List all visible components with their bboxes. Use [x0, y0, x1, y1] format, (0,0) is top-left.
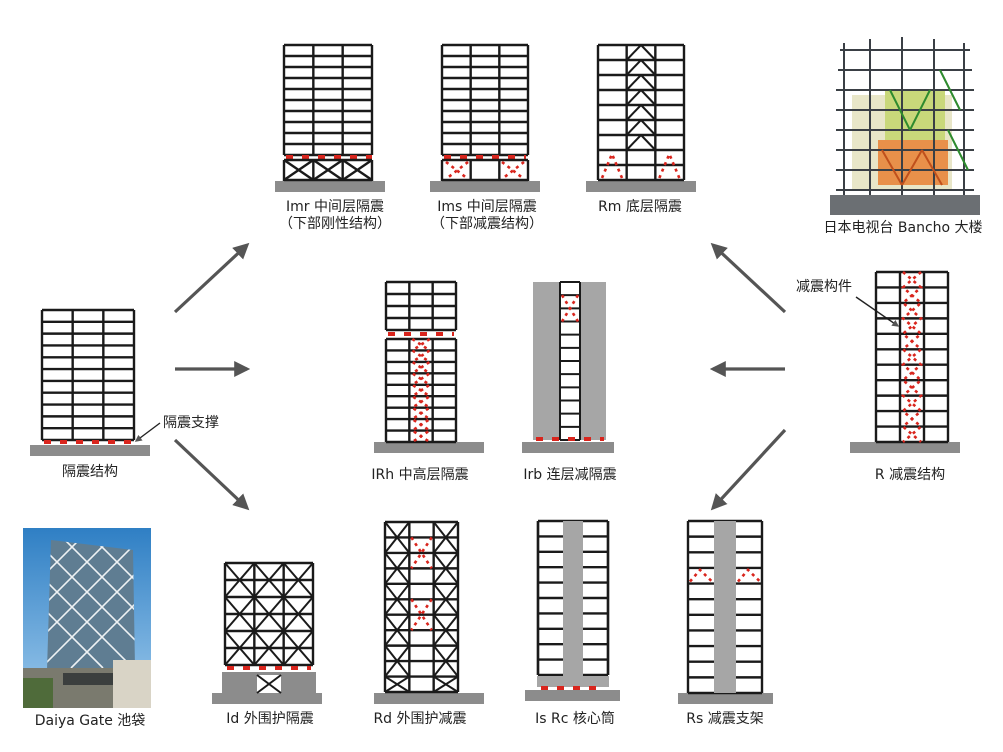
arrow-to-rm [710, 242, 787, 314]
arrow-to-id [173, 438, 250, 511]
building-rd [374, 520, 484, 704]
ground-slab [212, 693, 322, 704]
label-irb: Irb 连层减隔震 [523, 467, 617, 483]
label-rs: Rs 减震支架 [686, 711, 764, 727]
ground-slab [430, 181, 540, 192]
label-bancho: 日本电视台 Bancho 大楼 [823, 220, 983, 236]
building-irh [374, 280, 484, 453]
building-imr [275, 43, 385, 192]
building-is [525, 519, 620, 701]
label-is: Is Rc 核心筒 [535, 711, 615, 727]
ground-slab [586, 181, 696, 192]
arrow-to-rs [710, 428, 787, 511]
label-r: R 减震结构 [874, 467, 946, 483]
label-ims-sub: （下部减震结构） [431, 216, 543, 232]
bearing-pointer [134, 422, 161, 442]
ground-slab [30, 445, 150, 456]
ground-slab [275, 181, 385, 192]
core-column [714, 521, 736, 693]
label-imr: Imr 中间层隔震 [286, 199, 384, 215]
core-wall-right [580, 282, 606, 440]
label-base-bearing: 隔震支撑 [163, 415, 219, 431]
daiya-gate-photo [23, 528, 151, 708]
building-ims [430, 43, 540, 192]
building-base-isolation [30, 308, 150, 456]
ground-slab [850, 442, 960, 453]
rc-core-base [537, 676, 609, 687]
label-damper: 减震构件 [796, 279, 852, 295]
bancho-building-photo [830, 35, 980, 215]
label-rm: Rm 底层隔震 [598, 199, 682, 215]
rc-core [563, 521, 583, 679]
label-ims: Ims 中间层隔震 [437, 199, 537, 215]
ground-slab [525, 690, 620, 701]
label-base-isolation: 隔震结构 [62, 464, 118, 480]
label-imr-sub: （下部刚性结构） [279, 216, 391, 232]
ground-slab [522, 442, 614, 453]
arrow-to-imr [173, 242, 250, 314]
label-id: Id 外围护隔震 [226, 711, 314, 727]
ground-slab [374, 442, 484, 453]
building-id [212, 561, 322, 704]
core-wall-left [533, 282, 560, 440]
building-rs [678, 519, 773, 704]
ground-slab [678, 693, 773, 704]
building-r [850, 270, 960, 453]
label-irh: IRh 中高层隔震 [371, 467, 469, 483]
label-daiya: Daiya Gate 池袋 [34, 713, 146, 729]
ground-slab [374, 693, 484, 704]
building-rm [586, 43, 696, 192]
building-irb [522, 281, 614, 453]
label-rd: Rd 外围护减震 [373, 711, 467, 727]
